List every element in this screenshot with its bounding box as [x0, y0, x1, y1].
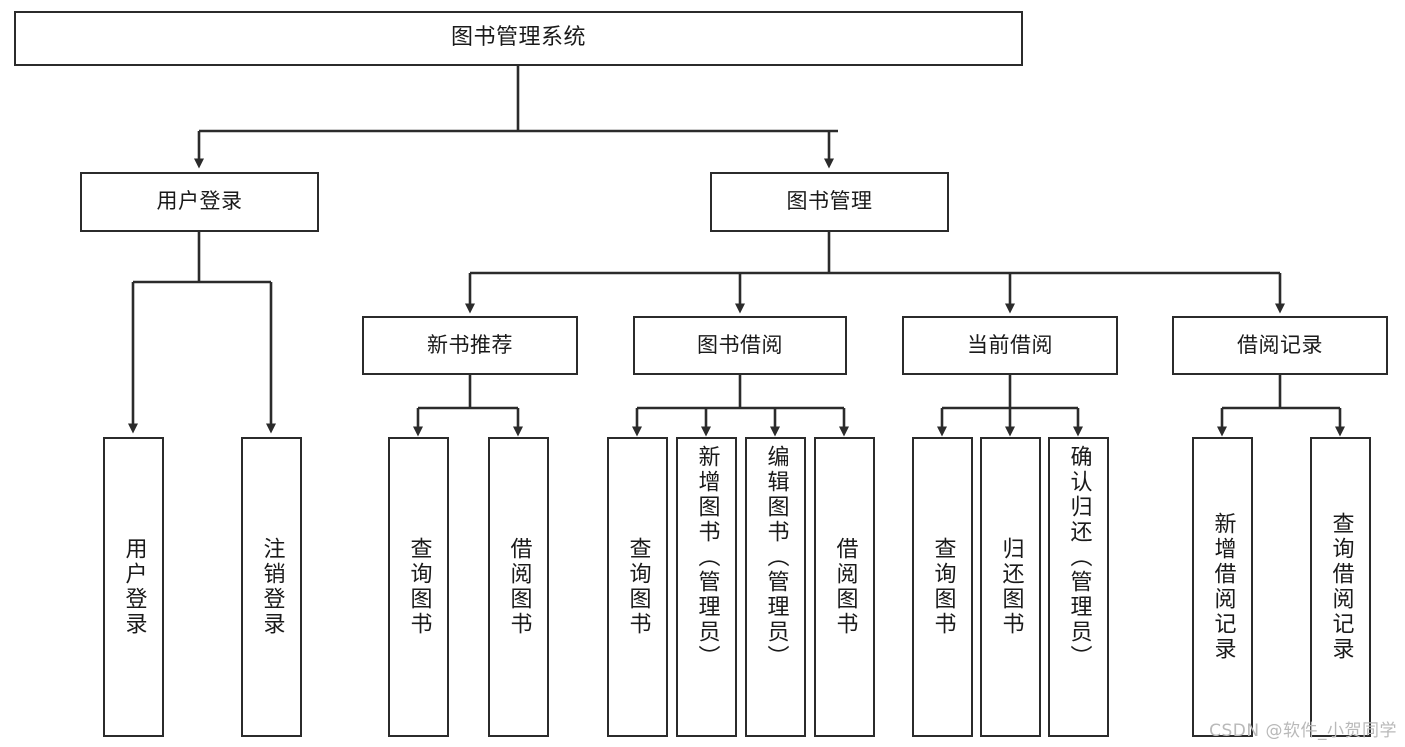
node-root-system[interactable]: 图书管理系统 — [14, 11, 1023, 66]
node-label: 新书推荐 — [427, 332, 513, 357]
leaf-query-book-current[interactable]: 查询图书 — [912, 437, 973, 737]
leaf-query-book-borrow[interactable]: 查询图书 — [607, 437, 668, 737]
node-label: 借阅记录 — [1237, 332, 1323, 357]
leaf-return-book[interactable]: 归还图书 — [980, 437, 1041, 737]
leaf-borrow-book-recommend[interactable]: 借阅图书 — [488, 437, 549, 737]
node-label: 查询图书 — [625, 537, 651, 637]
node-book-management[interactable]: 图书管理 — [710, 172, 949, 232]
node-label: 注销登录 — [259, 537, 285, 637]
node-book-borrow[interactable]: 图书借阅 — [633, 316, 847, 375]
leaf-logout[interactable]: 注销登录 — [241, 437, 302, 737]
node-label: 借阅图书 — [506, 537, 532, 637]
node-label: 归还图书 — [998, 537, 1024, 637]
leaf-borrow-book[interactable]: 借阅图书 — [814, 437, 875, 737]
node-label: 编辑图书（管理员） — [763, 445, 789, 670]
node-label: 确认归还（管理员） — [1066, 445, 1092, 670]
leaf-edit-book-admin[interactable]: 编辑图书（管理员） — [745, 437, 806, 737]
csdn-watermark: CSDN @软件_小贺同学 — [1209, 721, 1397, 741]
node-label: 查询图书 — [406, 537, 432, 637]
node-label: 图书管理 — [786, 189, 873, 214]
node-label: 用户登录 — [121, 537, 147, 637]
node-label: 查询图书 — [930, 537, 956, 637]
node-label: 新增图书（管理员） — [694, 445, 720, 670]
node-label: 查询借阅记录 — [1328, 512, 1354, 662]
node-label: 借阅图书 — [832, 537, 858, 637]
node-label: 用户登录 — [156, 189, 243, 214]
leaf-add-borrow-record[interactable]: 新增借阅记录 — [1192, 437, 1253, 737]
node-current-borrow[interactable]: 当前借阅 — [902, 316, 1118, 375]
node-label: 新增借阅记录 — [1210, 512, 1236, 662]
node-label: 图书管理系统 — [450, 25, 586, 51]
node-borrow-records[interactable]: 借阅记录 — [1172, 316, 1388, 375]
leaf-user-login[interactable]: 用户登录 — [103, 437, 164, 737]
leaf-query-borrow-record[interactable]: 查询借阅记录 — [1310, 437, 1371, 737]
leaf-confirm-return-admin[interactable]: 确认归还（管理员） — [1048, 437, 1109, 737]
node-label: 图书借阅 — [697, 332, 783, 357]
leaf-query-book-recommend[interactable]: 查询图书 — [388, 437, 449, 737]
node-new-book-recommend[interactable]: 新书推荐 — [362, 316, 578, 375]
leaf-add-book-admin[interactable]: 新增图书（管理员） — [676, 437, 737, 737]
node-user-login[interactable]: 用户登录 — [80, 172, 319, 232]
node-label: 当前借阅 — [967, 332, 1053, 357]
